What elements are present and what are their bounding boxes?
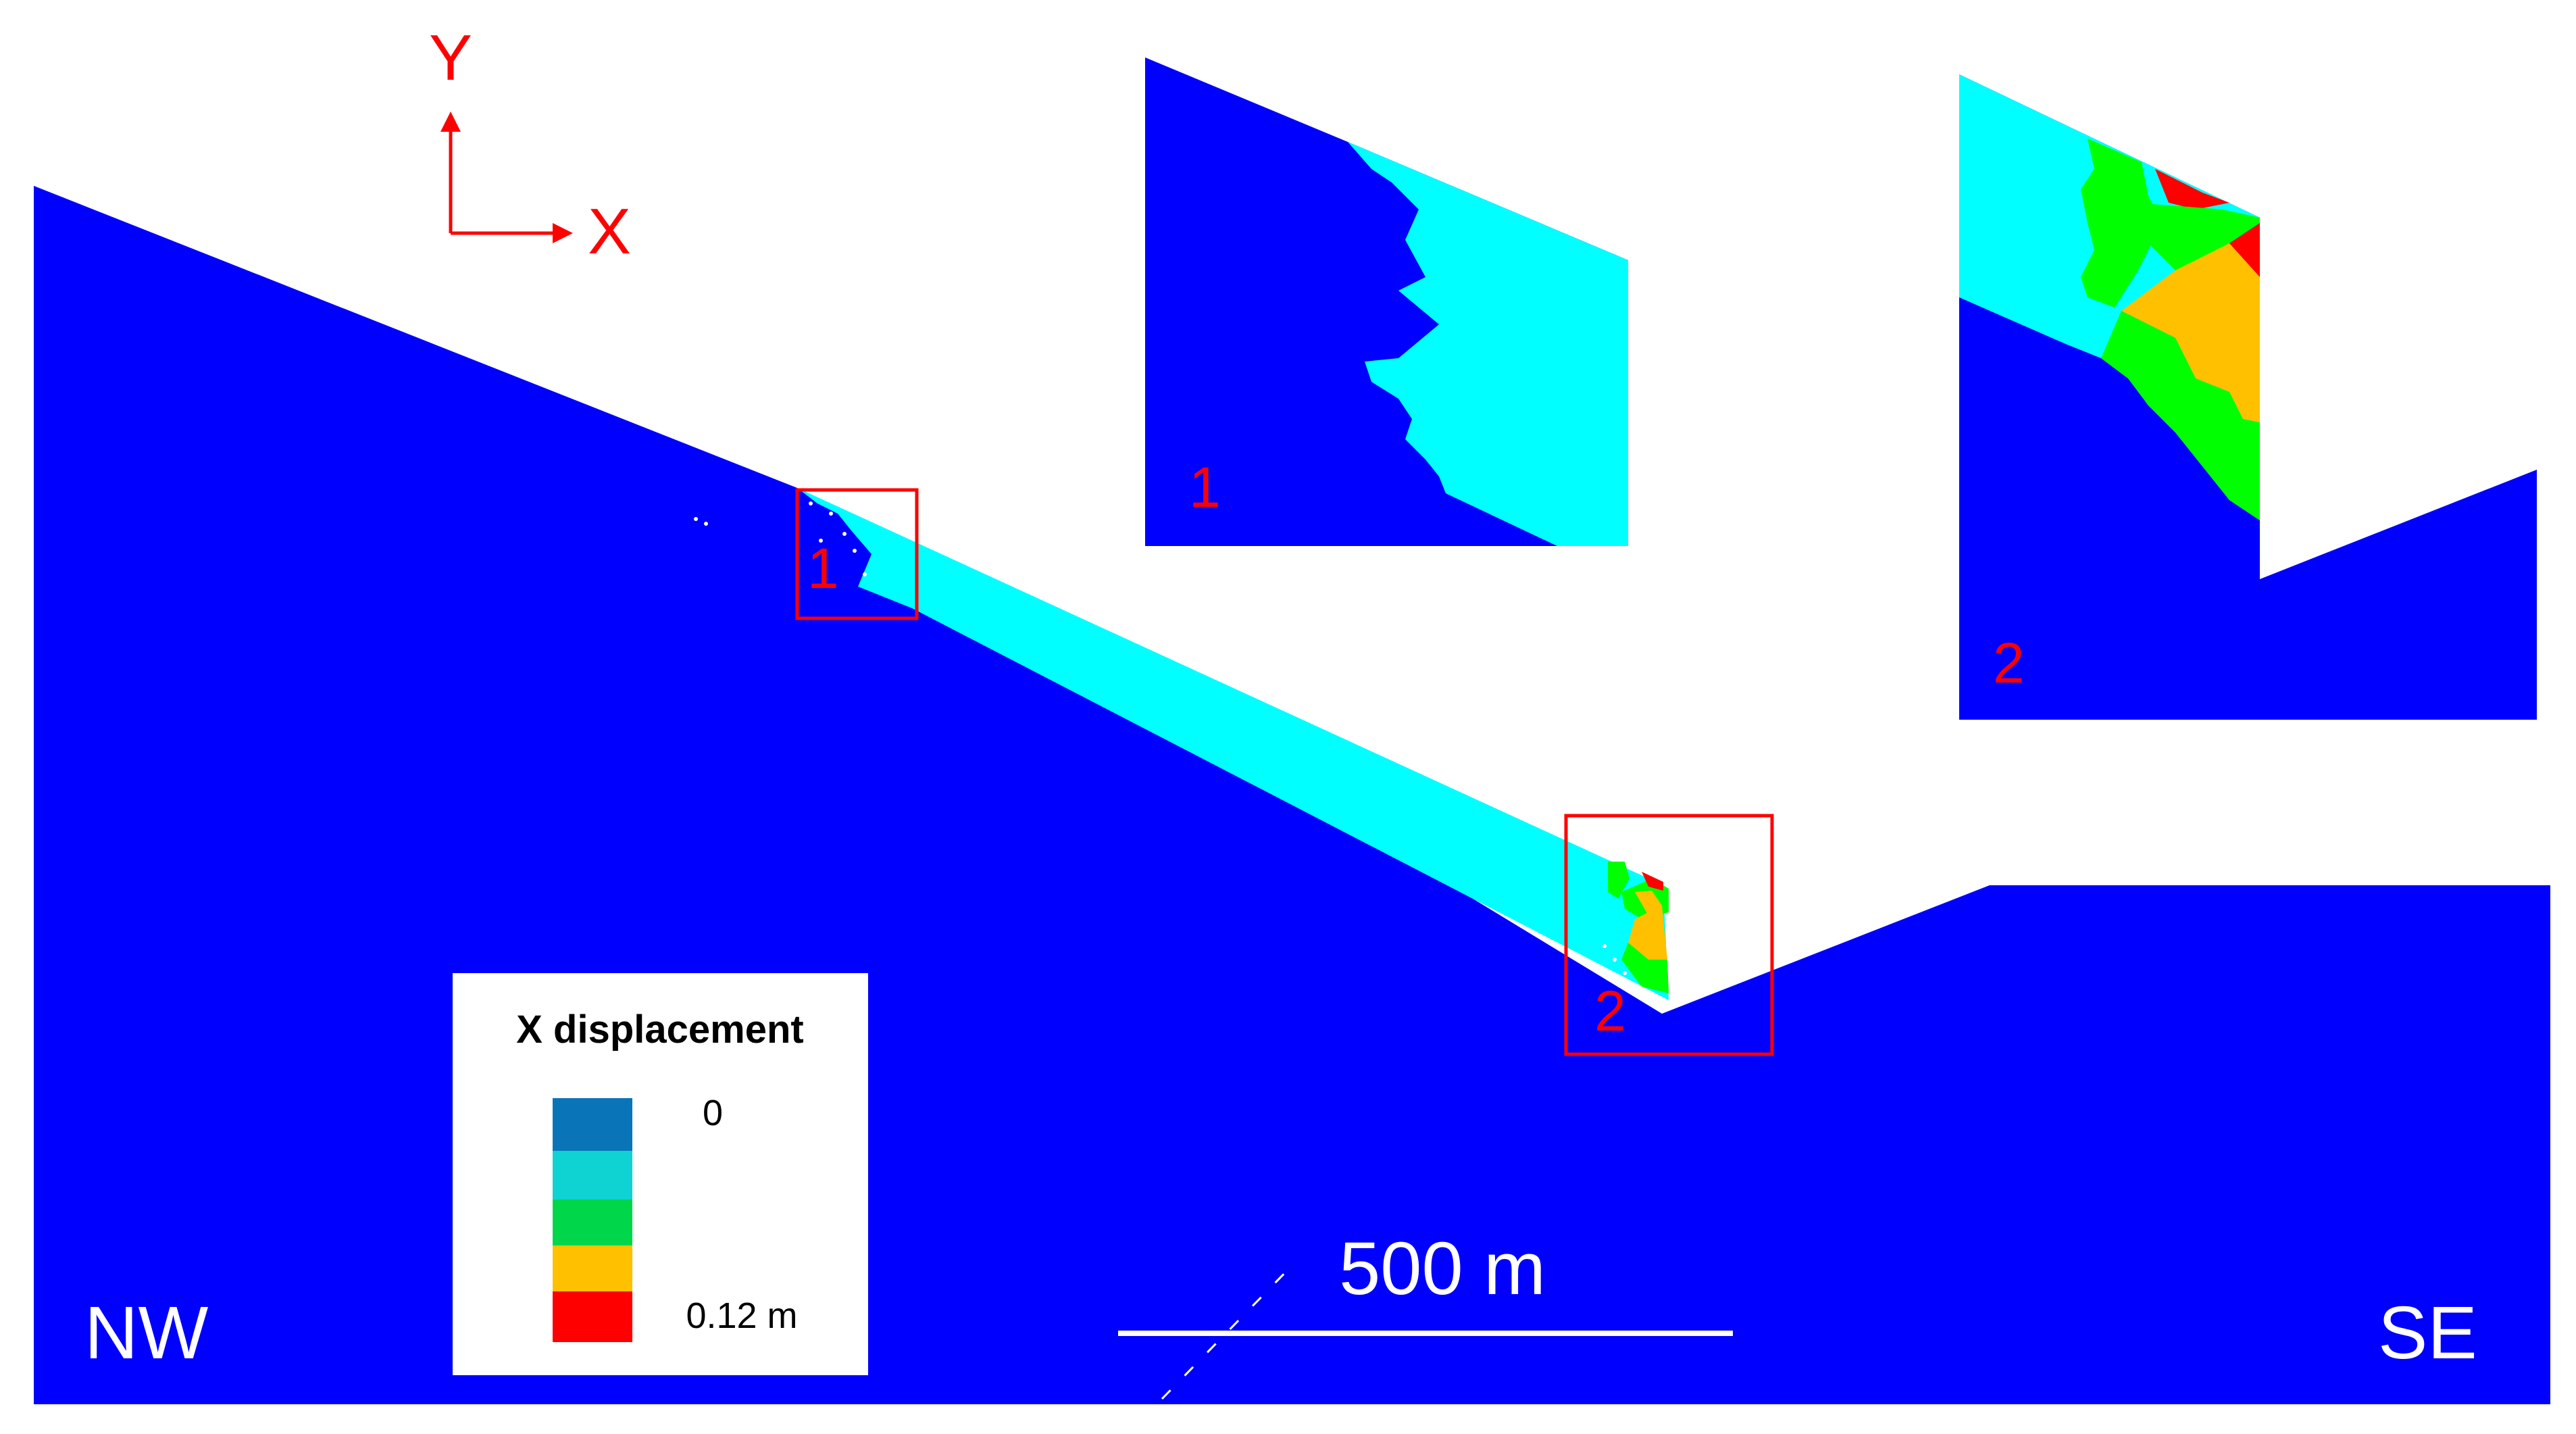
legend-max-label: 0.12 m — [686, 1295, 797, 1336]
slide-mass — [797, 488, 1669, 1000]
legend-swatch-1 — [553, 1098, 632, 1151]
inset-1-label: 1 — [1189, 455, 1221, 519]
legend-swatch-4 — [553, 1245, 632, 1291]
legend: X displacement 0 0.12 m — [453, 973, 868, 1375]
slide-toe-main — [1608, 862, 1669, 993]
zoom-box-2-label: 2 — [1594, 979, 1626, 1043]
scale-bar: 500 m — [1118, 1227, 1733, 1400]
zoom-box-2 — [1564, 814, 1774, 1056]
legend-min-label: 0 — [703, 1093, 723, 1133]
scale-bar-label: 500 m — [1339, 1227, 1546, 1310]
direction-se-label: SE — [2378, 1291, 2477, 1375]
crack-dots-2 — [1602, 944, 1644, 995]
zoom-box-1 — [795, 488, 919, 620]
inset-2-label: 2 — [1993, 631, 2025, 695]
y-axis-label: Y — [429, 22, 472, 94]
legend-title: X displacement — [516, 1008, 803, 1052]
inset-2: 2 — [1959, 74, 2537, 720]
legend-box — [453, 973, 868, 1375]
inset-1: 1 — [1145, 57, 1628, 546]
crack-dots-1 — [694, 501, 867, 576]
legend-swatch-3 — [553, 1200, 632, 1245]
x-axis-label: X — [588, 195, 631, 268]
legend-swatch-5 — [553, 1291, 632, 1342]
axes-indicator: Y X — [429, 22, 631, 268]
legend-swatch-2 — [553, 1151, 632, 1200]
direction-nw-label: NW — [84, 1291, 208, 1375]
zoom-box-1-label: 1 — [807, 537, 839, 600]
